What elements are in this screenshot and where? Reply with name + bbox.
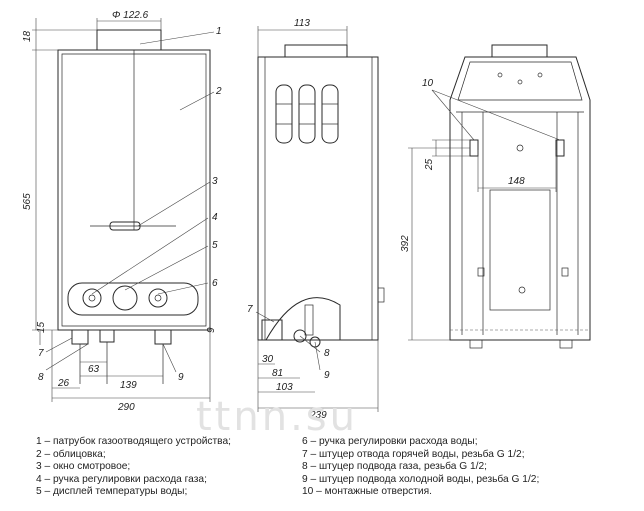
callout-3: 3 — [212, 176, 218, 187]
front-control-panel — [67, 282, 199, 316]
dim-front-139: 139 — [120, 380, 137, 391]
back-frame — [449, 56, 591, 341]
dim-front-26: 26 — [57, 378, 70, 389]
dimension-labels: Φ 122.6 565 18 15 9 63 139 26 290 113 30… — [22, 10, 525, 421]
water-knob-outline — [148, 288, 168, 308]
side-vent-1 — [275, 84, 293, 144]
front-flue-pipe — [96, 29, 162, 51]
callout-4: 4 — [212, 212, 218, 223]
leader-lines — [45, 31, 561, 373]
dim-front-bottom-right: 9 — [206, 327, 217, 333]
front-view — [32, 18, 211, 402]
back-view — [408, 44, 591, 349]
dim-back-25: 25 — [424, 158, 435, 171]
callout-6: 6 — [212, 278, 218, 289]
legend-item-5: 5 – дисплей температуры воды; — [36, 486, 188, 498]
dim-side-30: 30 — [262, 354, 274, 365]
legend: 1 – патрубок газоотводящего устройства; … — [36, 436, 636, 506]
legend-right-column: 6 – ручка регулировки расхода воды; 7 – … — [302, 436, 539, 499]
legend-left-column: 1 – патрубок газоотводящего устройства; … — [36, 436, 231, 499]
dim-front-height: 565 — [22, 193, 33, 210]
back-flue-pipe — [491, 44, 548, 58]
legend-item-7: 7 – штуцер отвода горячей воды, резьба G… — [302, 448, 525, 460]
side-view — [257, 26, 385, 412]
legend-item-2: 2 – облицовка; — [36, 448, 106, 460]
legend-item-10: 10 – монтажные отверстия. — [302, 486, 432, 498]
callout-8-side: 8 — [324, 348, 330, 359]
callout-labels: 1 2 3 4 5 6 7 8 9 7 8 9 10 — [38, 26, 434, 383]
legend-item-1: 1 – патрубок газоотводящего устройства; — [36, 436, 231, 447]
mounting-hole-left — [469, 139, 479, 157]
dim-side-103: 103 — [276, 382, 293, 393]
side-vent-3 — [321, 84, 339, 144]
callout-1: 1 — [216, 26, 222, 37]
legend-item-3: 3 – окно смотровое; — [36, 461, 131, 473]
dim-back-148: 148 — [508, 176, 525, 187]
dim-front-top-offset: 18 — [22, 30, 33, 42]
dim-front-290: 290 — [117, 402, 135, 413]
dim-side-239: 239 — [309, 410, 327, 421]
side-fitting — [261, 319, 283, 341]
dim-side-81: 81 — [272, 368, 283, 379]
legend-item-9: 9 – штуцер подвода холодной воды, резьба… — [302, 473, 540, 485]
callout-7-front: 7 — [38, 348, 44, 359]
dim-front-top: Φ 122.6 — [112, 10, 149, 21]
callout-9-front: 9 — [178, 372, 184, 383]
dim-front-bottom-left: 15 — [36, 321, 47, 333]
callout-10: 10 — [422, 78, 434, 89]
legend-item-8: 8 – штуцер подвода газа, резьба G 1/2; — [302, 461, 487, 473]
legend-item-4: 4 – ручка регулировки расхода газа; — [36, 473, 207, 485]
front-fitting-left — [71, 329, 89, 345]
dim-side-top: 113 — [294, 18, 310, 29]
watermark: ttnn.su — [196, 394, 358, 440]
callout-8-front: 8 — [38, 372, 44, 383]
legend-item-6: 6 – ручка регулировки расхода воды; — [302, 436, 478, 447]
display-outline — [112, 285, 138, 311]
front-fitting-mid — [99, 329, 115, 343]
side-flue-pipe — [284, 44, 348, 58]
callout-5: 5 — [212, 240, 218, 251]
callout-2: 2 — [215, 86, 222, 97]
gas-knob-outline — [82, 288, 102, 308]
dim-back-392: 392 — [400, 235, 411, 252]
callout-7-side: 7 — [247, 304, 253, 315]
side-vent-2 — [298, 84, 316, 144]
callout-9-side: 9 — [324, 370, 330, 381]
dim-front-63: 63 — [88, 364, 100, 375]
front-fitting-right — [154, 329, 172, 345]
